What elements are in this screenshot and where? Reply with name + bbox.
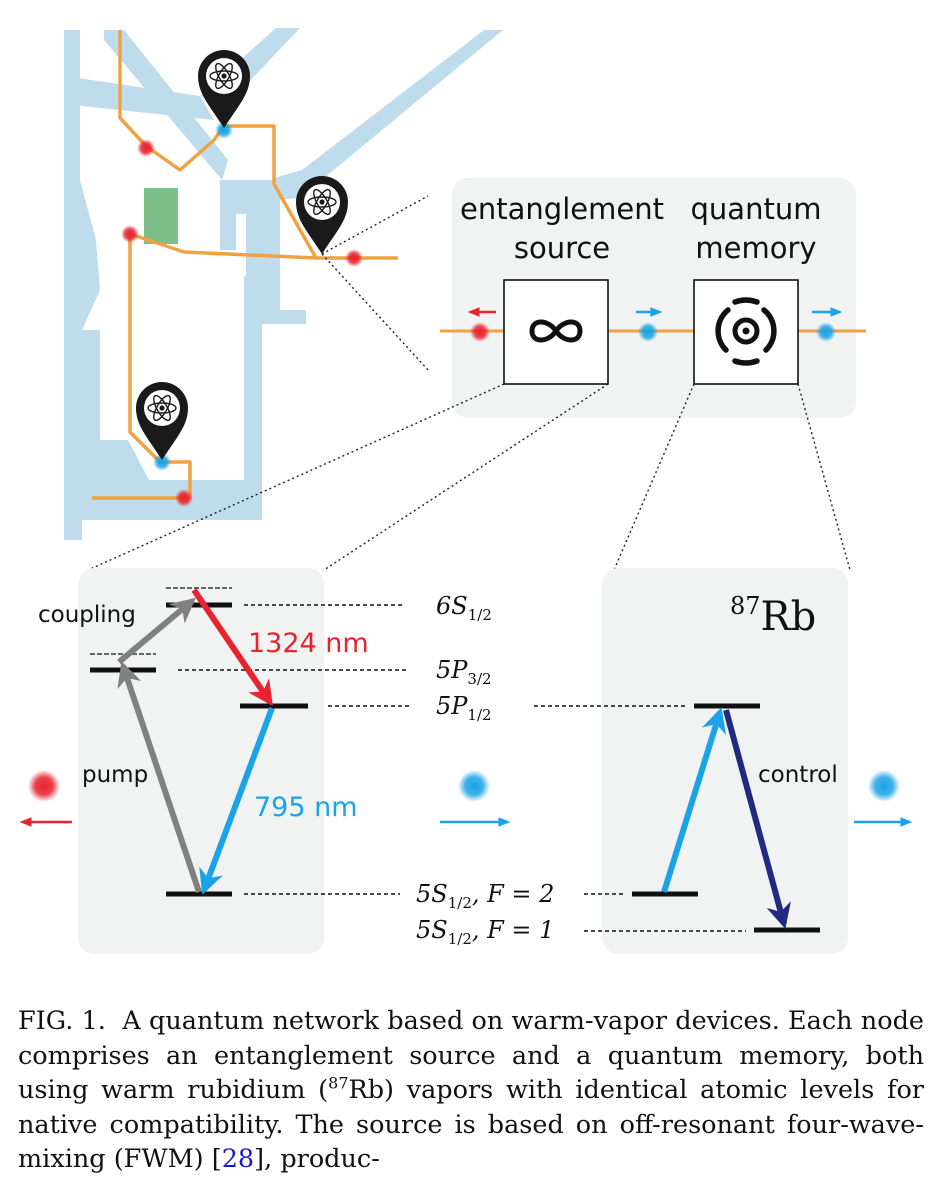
red-photon	[345, 249, 363, 267]
level-labels: 6S1/2 5P3/2 5P1/2 5S1/2, F = 2 5S1/2, F …	[416, 592, 554, 948]
level-5p12-label: 5P1/2	[436, 692, 492, 724]
level-6s-label: 6S1/2	[436, 592, 492, 624]
blue-photon	[215, 121, 233, 139]
control-arrow	[723, 709, 791, 929]
pump-label: pump	[82, 762, 148, 788]
red-photon	[28, 770, 60, 802]
map-island	[236, 214, 246, 276]
network-node-panel: entanglement source quantum memory	[440, 178, 866, 418]
memory-transitions	[661, 707, 791, 929]
1324nm-arrow	[191, 588, 273, 707]
caption-text-c: ], produc-	[254, 1144, 380, 1174]
infinity-icon	[529, 319, 583, 343]
map-water	[64, 28, 503, 540]
memory-levels-panel	[602, 568, 848, 954]
795nm-arrow	[199, 706, 275, 895]
blue-photon	[458, 770, 490, 802]
zoom-lines-map	[321, 195, 429, 371]
figure-number: FIG. 1.	[18, 1006, 106, 1036]
source-label: source	[514, 231, 610, 265]
blue-photon	[868, 770, 900, 802]
caption-sup: 87	[328, 1073, 349, 1093]
memory-target-icon	[715, 297, 777, 366]
level-5s-f1-label: 5S1/2, F = 1	[416, 916, 554, 948]
caption-text-b: Rb) vapors with identical atomic levels …	[18, 1075, 924, 1174]
red-photon	[470, 322, 490, 342]
zoom-lines-levels	[87, 383, 851, 571]
citation-link[interactable]: 28	[221, 1144, 255, 1174]
red-photon	[175, 489, 193, 507]
rb87-label: 87Rb	[730, 592, 816, 640]
figure-caption: FIG. 1. A quantum network based on warm-…	[18, 1004, 924, 1177]
probe-arrow	[661, 707, 727, 893]
level-connectors	[178, 604, 746, 932]
pump-arrow	[117, 661, 202, 893]
memory-level-lines	[632, 703, 820, 933]
atom-pin-icon	[295, 175, 349, 255]
map-park	[144, 188, 178, 244]
control-label: control	[758, 762, 838, 788]
caption-text-a: A quantum network based on warm-vapor de…	[18, 1006, 924, 1105]
coupling-label: coupling	[38, 602, 136, 628]
source-transitions	[117, 588, 275, 895]
blue-photon	[638, 322, 658, 342]
1324nm-label: 1324 nm	[248, 628, 369, 659]
atom-pin-icon	[135, 381, 189, 461]
city-map	[64, 28, 503, 540]
blue-photon	[153, 453, 171, 471]
level-5p32-label: 5P3/2	[436, 656, 492, 688]
blue-photon	[816, 322, 836, 342]
entanglement-label: entanglement	[460, 192, 664, 226]
red-photon	[137, 139, 155, 157]
795nm-label: 795 nm	[254, 792, 358, 823]
figure-1: entanglement source quantum memory	[19, 28, 913, 954]
memory-label: memory	[695, 231, 816, 265]
quantum-label: quantum	[691, 192, 822, 226]
map-photons	[121, 121, 363, 507]
level-5s-f2-label: 5S1/2, F = 2	[416, 880, 554, 912]
red-photon	[121, 225, 139, 243]
coupling-arrow	[117, 597, 196, 665]
